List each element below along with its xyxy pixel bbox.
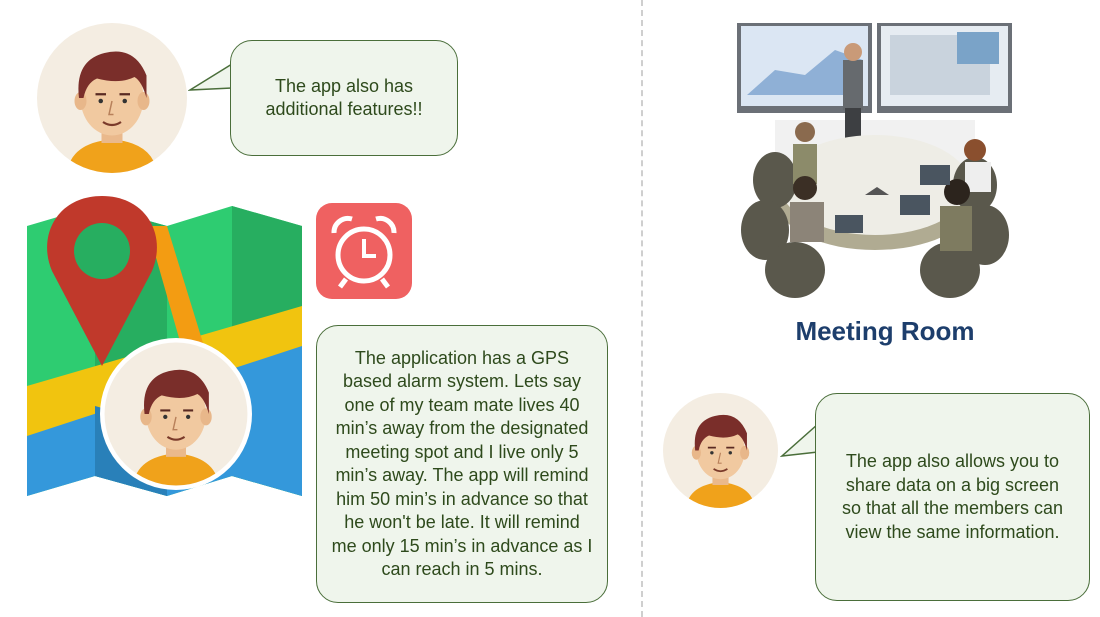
person-avatar-icon xyxy=(100,338,252,490)
gps-alarm-speech-bubble: The application has a GPS based alarm sy… xyxy=(316,325,608,603)
meeting-room-illustration xyxy=(735,20,1015,298)
bubble-tail xyxy=(188,63,233,91)
person-avatar-icon xyxy=(37,23,187,173)
share-screen-speech-bubble: The app also allows you to share data on… xyxy=(815,393,1090,601)
divider xyxy=(641,0,643,617)
alarm-clock-icon xyxy=(316,203,412,299)
person-avatar-icon xyxy=(663,393,778,508)
bubble-tail xyxy=(780,423,819,457)
features-speech-bubble: The app also has additional features!! xyxy=(230,40,458,156)
meeting-room-title: Meeting Room xyxy=(795,316,975,346)
